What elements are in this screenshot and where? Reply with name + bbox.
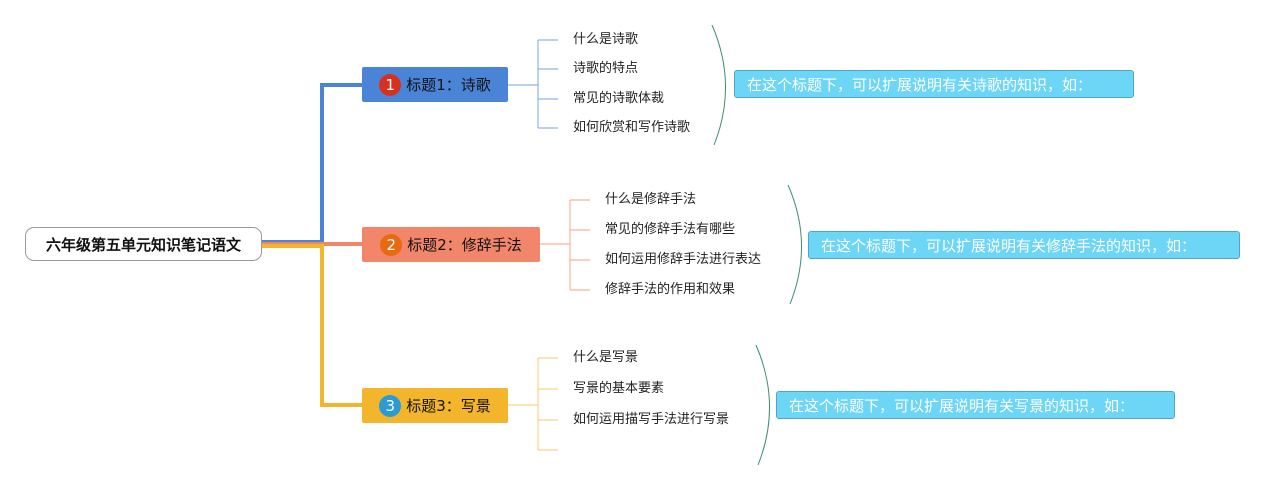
summary-note-1[interactable]: 在这个标题下，可以扩展说明有关诗歌的知识，如： [734,70,1134,98]
subtopic-item[interactable]: 什么是修辞手法 [605,192,697,207]
summary-brace-2 [787,184,802,305]
subtopic-item[interactable]: 什么是诗歌 [573,32,639,47]
subtopic-item[interactable]: 常见的诗歌体裁 [573,91,665,106]
number-badge-icon: 2 [380,233,403,256]
topic-label: 标题1：诗歌 [406,76,491,94]
link-topic-3-items [508,357,558,451]
subtopic-item[interactable]: 常见的修辞手法有哪些 [605,222,736,237]
link-root-topic-3 [262,244,362,407]
subtopic-item[interactable]: 如何运用修辞手法进行表达 [605,252,762,267]
topic-label: 标题2：修辞手法 [407,236,522,254]
summary-note-2[interactable]: 在这个标题下，可以扩展说明有关修辞手法的知识，如： [808,231,1240,259]
summary-brace-3 [755,344,770,466]
link-root-topic-1 [262,83,362,244]
topic-3[interactable]: 3 标题3：写景 [362,388,508,423]
root-topic[interactable]: 六年级第五单元知识笔记语文 [25,227,262,261]
topic-1[interactable]: 1 标题1：诗歌 [362,67,508,102]
number-badge-icon: 1 [379,73,402,96]
link-topic-2-items [540,199,590,291]
subtopic-item[interactable]: 如何运用描写手法进行写景 [573,412,730,427]
subtopic-item[interactable]: 修辞手法的作用和效果 [605,282,736,297]
subtopic-item[interactable]: 写景的基本要素 [573,381,665,396]
subtopic-item[interactable]: 什么是写景 [573,350,639,365]
link-topic-1-items [508,39,558,129]
topic-label: 标题3：写景 [406,397,491,415]
summary-brace-1 [711,24,726,146]
summary-note-3[interactable]: 在这个标题下，可以扩展说明有关写景的知识，如： [776,391,1175,419]
subtopic-item[interactable]: 如何欣赏和写作诗歌 [573,120,691,135]
number-badge-icon: 3 [379,394,402,417]
topic-2[interactable]: 2 标题2：修辞手法 [362,227,540,262]
subtopic-item[interactable]: 诗歌的特点 [573,61,639,76]
